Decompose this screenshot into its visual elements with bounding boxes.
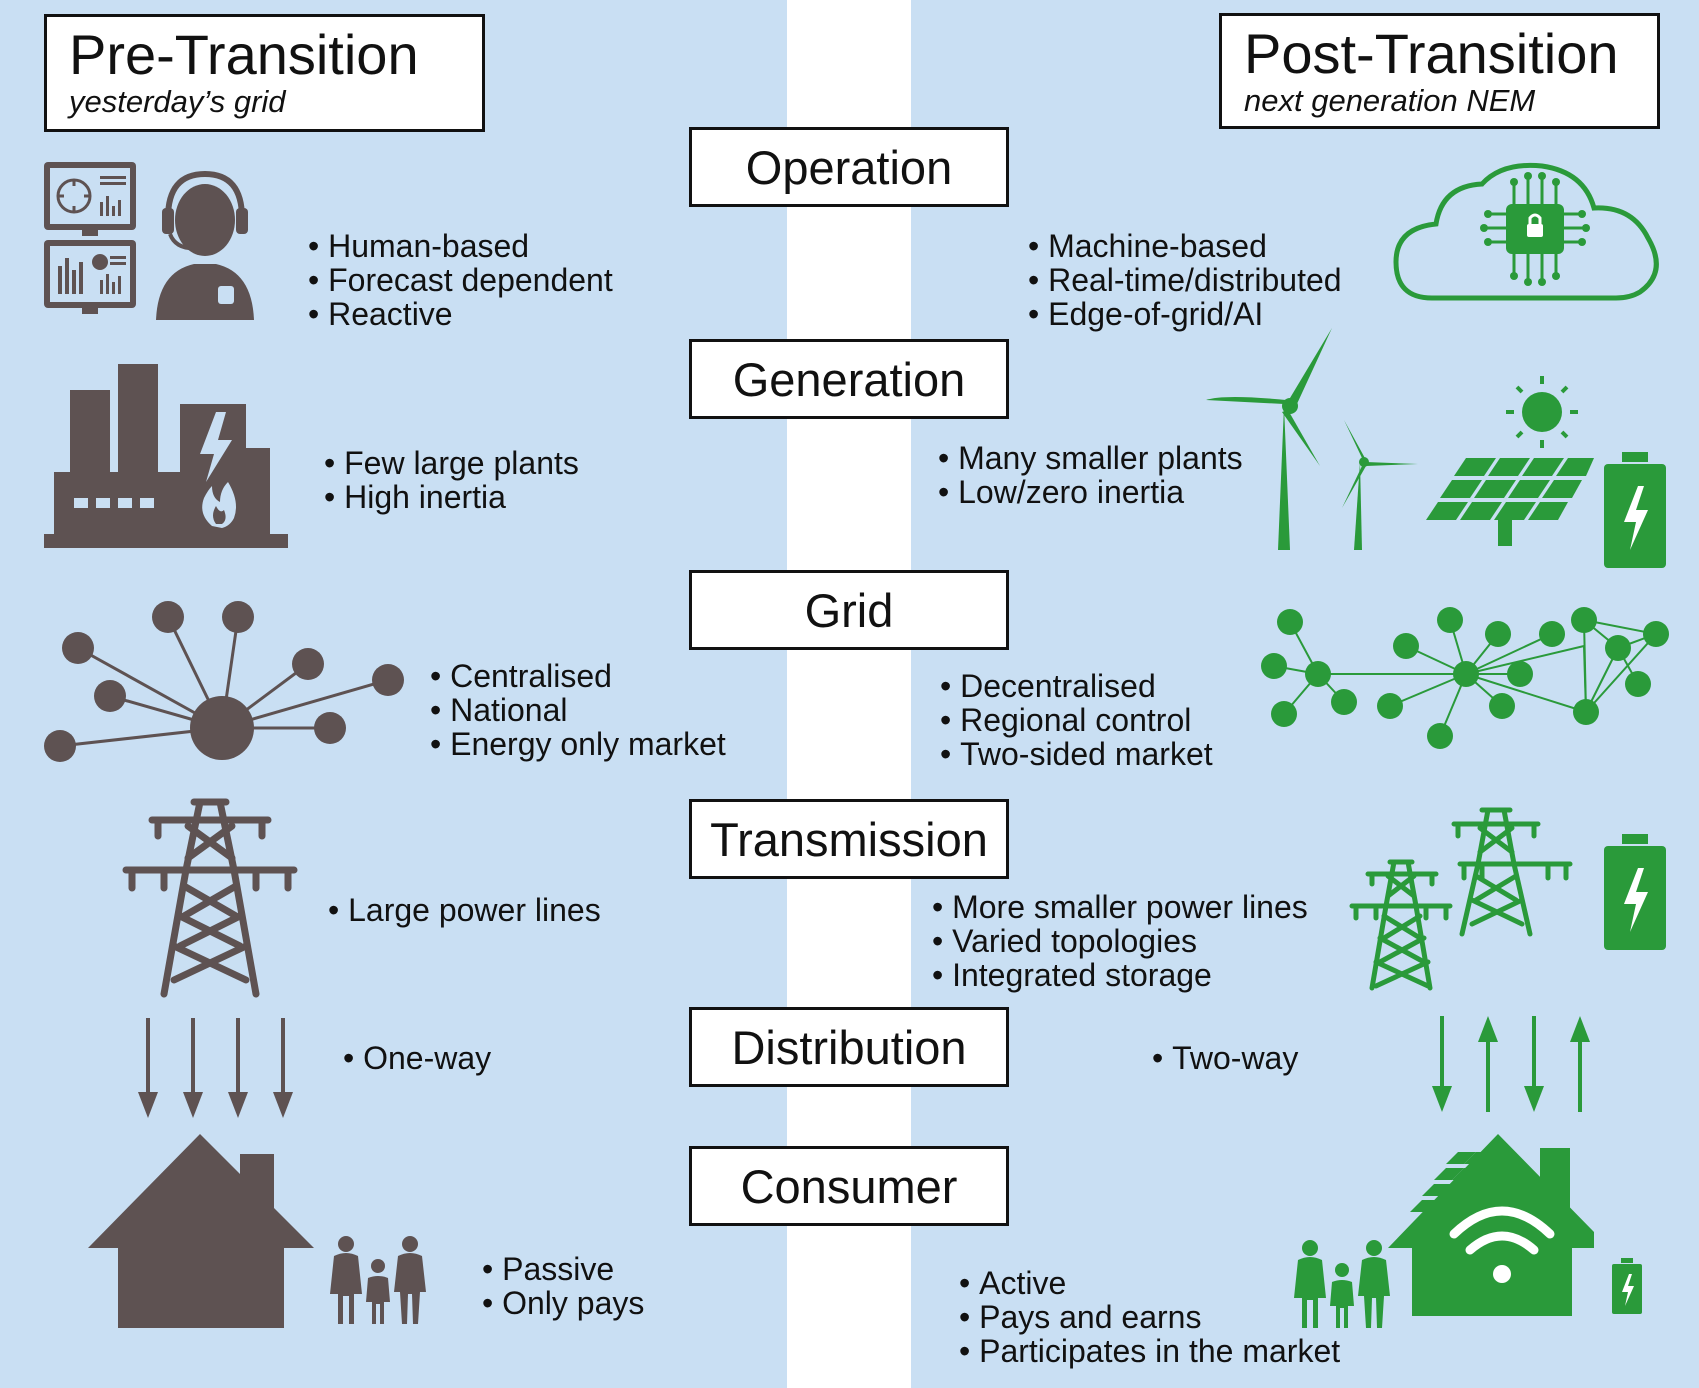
centralised-network-icon — [44, 601, 404, 762]
pre-transition-subtitle: yesterday’s grid — [69, 84, 286, 119]
wind-turbine-icon — [1206, 328, 1418, 550]
bullet-item: Machine-based — [1028, 229, 1342, 263]
generation-post-bullets: Many smaller plants Low/zero inertia — [938, 441, 1243, 509]
operator-headset-icon — [156, 170, 254, 320]
bullet-item: Real-time/distributed — [1028, 263, 1341, 297]
bullet-item: National — [430, 693, 726, 727]
bullet-item: Many smaller plants — [938, 441, 1243, 475]
bullet-item: High inertia — [324, 480, 579, 514]
bullet-item: Active — [959, 1266, 1340, 1300]
power-plant-icon — [44, 364, 288, 548]
bullet-item: Decentralised — [940, 669, 1213, 703]
down-arrows-icon — [138, 1018, 293, 1118]
family-icon — [330, 1236, 426, 1324]
pre-transition-title: Pre-Transition — [69, 23, 419, 86]
bullet-item: Regional control — [940, 703, 1213, 737]
bullet-item: Pays and earns — [959, 1300, 1340, 1334]
bullet-item: More smaller power lines — [932, 890, 1308, 924]
bullet-item: Two-sided market — [940, 737, 1213, 771]
bullet-item: Forecast dependent — [308, 263, 613, 297]
transmission-tower-icon — [122, 798, 298, 998]
category-label-generation: Generation — [689, 339, 1009, 419]
distribution-pre-bullets: One-way — [343, 1041, 491, 1075]
category-label-distribution: Distribution — [689, 1007, 1009, 1087]
grid-post-bullets: Decentralised Regional control Two-sided… — [940, 669, 1213, 771]
consumer-pre-bullets: Passive Only pays — [482, 1252, 644, 1320]
category-label-consumer: Consumer — [689, 1146, 1009, 1226]
category-label-transmission: Transmission — [689, 799, 1009, 879]
bullet-item: Reactive — [308, 297, 613, 331]
bullet-item: Varied topologies — [932, 924, 1308, 958]
smart-solar-house-icon — [1388, 1134, 1594, 1316]
battery-icon — [1604, 452, 1666, 568]
bullet-item: Energy only market — [430, 727, 726, 761]
bullet-item: Only pays — [482, 1286, 644, 1320]
bullet-item: Integrated storage — [932, 958, 1308, 992]
transmission-post-bullets: More smaller power lines Varied topologi… — [932, 890, 1308, 992]
bullet-item: One-way — [343, 1041, 491, 1075]
bullet-item: Participates in the market — [959, 1334, 1340, 1368]
bidirectional-arrows-icon — [1432, 1016, 1590, 1112]
grid-pre-bullets: Centralised National Energy only market — [430, 659, 726, 761]
post-transition-subtitle: next generation NEM — [1244, 83, 1536, 118]
operation-pre-bullets: Human-based Forecast dependent Reactive — [308, 229, 613, 331]
bullet-item: Passive — [482, 1252, 644, 1286]
consumer-post-bullets: Active Pays and earns Participates in th… — [959, 1266, 1340, 1368]
house-icon — [88, 1134, 314, 1328]
category-label-operation: Operation — [689, 127, 1009, 207]
pre-transition-title-box: Pre-Transition yesterday’s grid — [44, 14, 485, 132]
bullet-item: Two-way — [1152, 1041, 1298, 1075]
battery-icon — [1604, 834, 1666, 950]
operation-post-bullets: Machine-based Real-time/distributed Edge… — [1028, 229, 1342, 331]
bullet-item: Edge-of-grid/AI — [1028, 297, 1342, 331]
battery-icon — [1612, 1258, 1642, 1314]
post-transition-title: Post-Transition — [1244, 22, 1619, 85]
solar-panel-icon — [1426, 376, 1594, 546]
family-icon — [1294, 1240, 1390, 1328]
transmission-tower-icon — [1349, 807, 1573, 991]
distribution-post-bullets: Two-way — [1152, 1041, 1298, 1075]
transmission-pre-bullets: Large power lines — [328, 893, 601, 927]
bullet-item: Human-based — [308, 229, 613, 263]
post-transition-title-box: Post-Transition next generation NEM — [1219, 13, 1660, 129]
bullet-item: Low/zero inertia — [938, 475, 1243, 509]
bullet-item: Centralised — [430, 659, 726, 693]
generation-pre-bullets: Few large plants High inertia — [324, 446, 579, 514]
bullet-item: Large power lines — [328, 893, 601, 927]
monitor-dashboard-icon — [44, 162, 136, 314]
decentralised-network-icon — [1261, 607, 1669, 749]
bullet-item: Few large plants — [324, 446, 579, 480]
category-label-grid: Grid — [689, 570, 1009, 650]
cloud-ai-chip-icon — [1393, 162, 1659, 301]
